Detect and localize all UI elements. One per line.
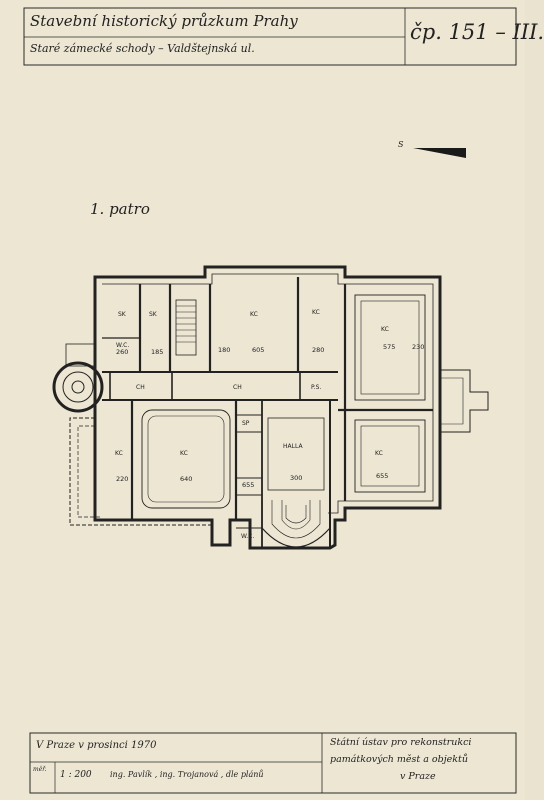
sheet-title: Stavební historický průzkum Prahy — [30, 12, 298, 30]
drawing-sheet: SK SK W.C. KC KC KC CH CH P.S. KC KC SP … — [23, 7, 544, 794]
dim-label: 300 — [290, 474, 302, 482]
room-label-kc-3: KC — [381, 326, 389, 333]
dim-label: 605 — [252, 346, 264, 354]
room-label-wc-2: W.C. — [241, 533, 254, 540]
room-label-kc-5: KC — [180, 450, 188, 457]
room-label-kc-6: KC — [375, 450, 383, 457]
room-label-ch-1: CH — [136, 384, 145, 391]
scale-value: 1 : 200 — [60, 770, 92, 780]
dim-label: 655 — [376, 472, 388, 480]
dim-label: 260 — [116, 348, 128, 356]
room-label-sk-1: SK — [118, 311, 127, 318]
dim-label: 230 — [412, 343, 424, 351]
authors: ing. Pavlík , ing. Trojanová , dle plánů — [110, 770, 264, 779]
dim-label: 185 — [151, 348, 163, 356]
plan-walls — [52, 265, 489, 550]
title-block-frame — [23, 7, 517, 66]
footer-block-frame — [29, 732, 517, 794]
house-number: čp. 151 – III. — [410, 20, 544, 44]
dim-label: 220 — [116, 475, 128, 483]
room-label-sp: SP — [242, 420, 250, 427]
place-date: V Praze v prosinci 1970 — [36, 740, 157, 751]
room-label-halla: HALLA — [283, 443, 303, 450]
floor-plan-drawing: SK SK W.C. KC KC KC CH CH P.S. KC KC SP … — [23, 7, 517, 794]
floor-label: 1. patro — [90, 200, 150, 218]
room-label-sk-2: SK — [149, 311, 158, 318]
room-label-ps: P.S. — [311, 384, 321, 391]
dim-label: 180 — [218, 346, 230, 354]
room-label-kc-2: KC — [312, 309, 320, 316]
room-label-wc-1: W.C. — [116, 342, 129, 349]
room-label-kc-4: KC — [115, 450, 123, 457]
sheet-subtitle: Staré zámecké schody – Valdštejnská ul. — [30, 42, 255, 55]
institute-line-3: v Praze — [400, 771, 436, 782]
north-arrow-icon — [413, 148, 466, 158]
dim-label: 575 — [383, 343, 395, 351]
dim-label: 640 — [180, 475, 192, 483]
institute-line-2: památkových měst a objektů — [330, 754, 468, 765]
north-symbol: S — [398, 140, 404, 149]
dim-label: 280 — [312, 346, 324, 354]
institute-line-1: Státní ústav pro rekonstrukci — [330, 737, 472, 748]
ref-label: měř. — [33, 766, 47, 773]
room-label-kc-1: KC — [250, 311, 258, 318]
dim-label: 655 — [242, 481, 254, 489]
room-label-ch-2: CH — [233, 384, 242, 391]
